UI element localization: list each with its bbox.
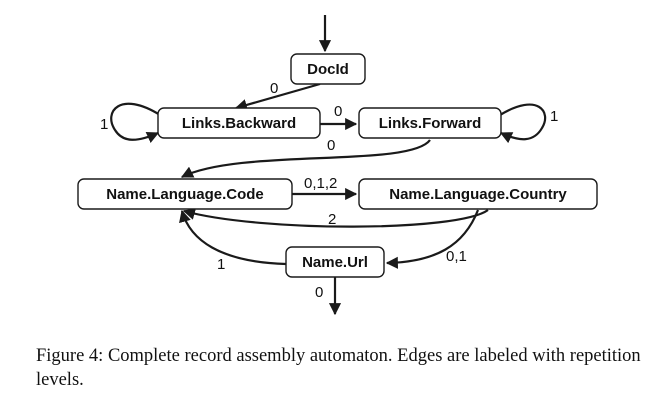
node-name-language-code: Name.Language.Code: [77, 178, 293, 210]
node-name-language-country-label: Name.Language.Country: [389, 186, 567, 203]
edge-label-country-to-url: 0,1: [446, 248, 467, 265]
node-name-url-label: Name.Url: [302, 254, 368, 271]
edge-label-backward-to-forward: 0: [334, 103, 342, 120]
edge-docid-to-backward: [234, 82, 321, 111]
node-name-language-code-label: Name.Language.Code: [106, 186, 264, 203]
node-links-forward-label: Links.Forward: [379, 115, 482, 132]
edge-label-country-to-code: 2: [328, 211, 336, 228]
node-docid-label: DocId: [307, 61, 349, 78]
edge-country-to-code: [182, 208, 489, 228]
edge-backward-self-loop: [110, 102, 161, 143]
node-docid: DocId: [290, 53, 366, 85]
edge-label-url-exit: 0: [315, 284, 323, 301]
edge-label-url-to-code: 1: [217, 256, 225, 273]
edge-label-docid-to-backward: 0: [270, 80, 278, 97]
node-links-backward-label: Links.Backward: [182, 115, 296, 132]
edge-label-code-to-country: 0,1,2: [304, 175, 337, 192]
node-name-language-country: Name.Language.Country: [358, 178, 598, 210]
edge-label-backward-self: 1: [100, 116, 108, 133]
figure-caption: Figure 4: Complete record assembly autom…: [36, 346, 641, 390]
edge-url-to-code: [179, 209, 287, 266]
edge-country-to-url: [385, 209, 480, 269]
edge-forward-to-code: [180, 139, 431, 178]
node-links-backward: Links.Backward: [157, 107, 321, 139]
node-name-url: Name.Url: [285, 246, 385, 278]
node-links-forward: Links.Forward: [358, 107, 502, 139]
edge-forward-self-loop: [499, 103, 547, 144]
edge-label-forward-self: 1: [550, 108, 558, 125]
edge-label-forward-to-code: 0: [327, 137, 335, 154]
